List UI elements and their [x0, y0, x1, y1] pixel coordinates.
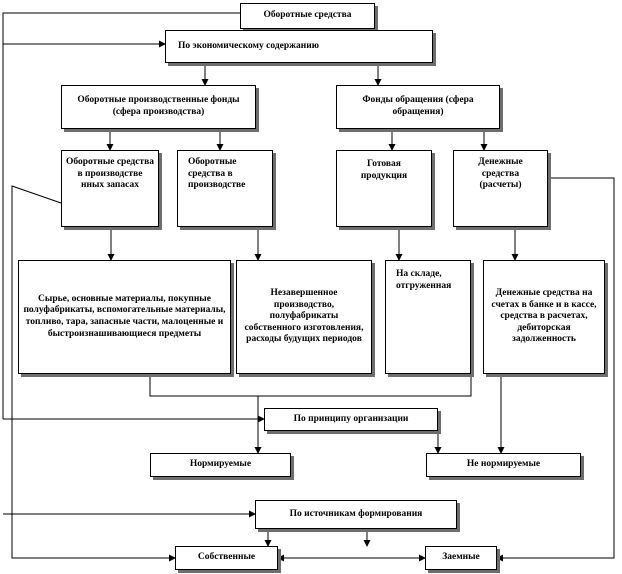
node-production-assets: Оборотные производственные фонды (сфера …	[61, 85, 256, 129]
node-root: Оборотные средства	[240, 3, 375, 29]
node-by-organization: По принципу организации	[264, 408, 438, 431]
node-cash-accounts: Денежные средства на счетах в банке и в …	[483, 260, 605, 374]
node-own: Собственные	[175, 546, 278, 570]
node-cash: Денежные средства (расчеты)	[453, 150, 548, 227]
node-circulation-funds: Фонды обращения (сфера обращения)	[336, 85, 500, 129]
node-by-funding-source: По источникам формирования	[255, 500, 457, 529]
node-in-production: Оборотные средства в производстве	[177, 150, 273, 227]
node-finished-products: Готовая продукция	[336, 150, 432, 227]
node-not-normed: Не нормируемые	[426, 453, 581, 477]
node-work-in-progress: Незавершенное производство, полуфабрикат…	[236, 260, 372, 374]
node-in-stock-shipped: На складе, отгруженная	[385, 260, 471, 374]
node-normed: Нормируемые	[150, 453, 291, 477]
node-borrowed: Заемные	[425, 546, 497, 570]
node-materials: Сырье, основные материалы, покупные полу…	[18, 260, 231, 374]
node-by-economic-content: По экономическому содержанию	[165, 30, 433, 63]
node-in-production-stocks: Оборотные средства в производстве нных з…	[61, 150, 159, 227]
